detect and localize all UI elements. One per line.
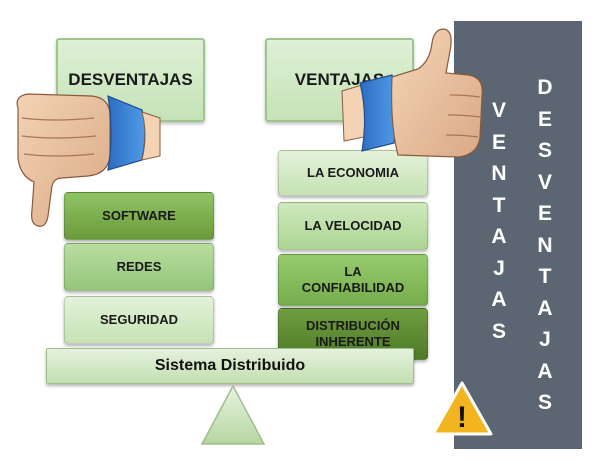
advantage-label: DISTRIBUCIÓN INHERENTE (306, 317, 400, 349)
disadvantage-item: REDES (64, 243, 214, 291)
vertical-letter: E (491, 130, 506, 154)
vertical-word-ventajas: V E N T A J A S (488, 95, 510, 347)
disadvantage-item: SOFTWARE (64, 192, 214, 240)
vertical-letter: D (537, 76, 553, 99)
advantage-label: LA ECONOMIA (307, 164, 399, 180)
vertical-word-desventajas: D E S V E N T A J A S (534, 72, 556, 419)
vertical-letter: V (537, 170, 552, 194)
disadvantage-label: SOFTWARE (102, 207, 176, 223)
vertical-letter: S (491, 319, 506, 343)
advantage-label: LA VELOCIDAD (304, 217, 402, 233)
vertical-letter: N (537, 233, 553, 257)
vertical-letter: V (491, 99, 506, 122)
advantage-item: LA CONFIABILIDAD (278, 254, 428, 306)
vertical-letter: S (537, 139, 552, 162)
warning-icon: ! (431, 381, 493, 436)
vertical-letter: T (538, 265, 552, 288)
vertical-letter: J (493, 256, 505, 280)
advantage-item: LA VELOCIDAD (278, 202, 428, 250)
vertical-letter: A (491, 225, 507, 248)
disadvantage-item: SEGURIDAD (64, 296, 214, 344)
system-label: Sistema Distribuido (154, 357, 306, 374)
vertical-letter: N (491, 162, 507, 185)
disadvantages-header-label: DESVENTAJAS (68, 70, 193, 89)
vertical-letter: A (537, 359, 553, 383)
fulcrum-triangle (200, 384, 266, 445)
disadvantage-label: SEGURIDAD (99, 311, 178, 327)
warning-symbol: ! (457, 401, 467, 434)
thumbs-up-icon (341, 28, 483, 158)
vertical-letter: S (537, 391, 552, 414)
vertical-letter: E (537, 107, 552, 131)
balance-plank: Sistema Distribuido (46, 348, 414, 384)
vertical-letter: A (537, 296, 553, 320)
disadvantage-label: REDES (116, 258, 162, 274)
thumbs-down-icon (16, 93, 161, 227)
vertical-letter: T (492, 193, 506, 217)
vertical-letter: A (491, 288, 507, 311)
vertical-letter: E (537, 202, 552, 225)
advantage-label: LA CONFIABILIDAD (301, 263, 405, 295)
vertical-letter: J (539, 328, 551, 351)
advantage-item: LA ECONOMIA (278, 150, 428, 196)
